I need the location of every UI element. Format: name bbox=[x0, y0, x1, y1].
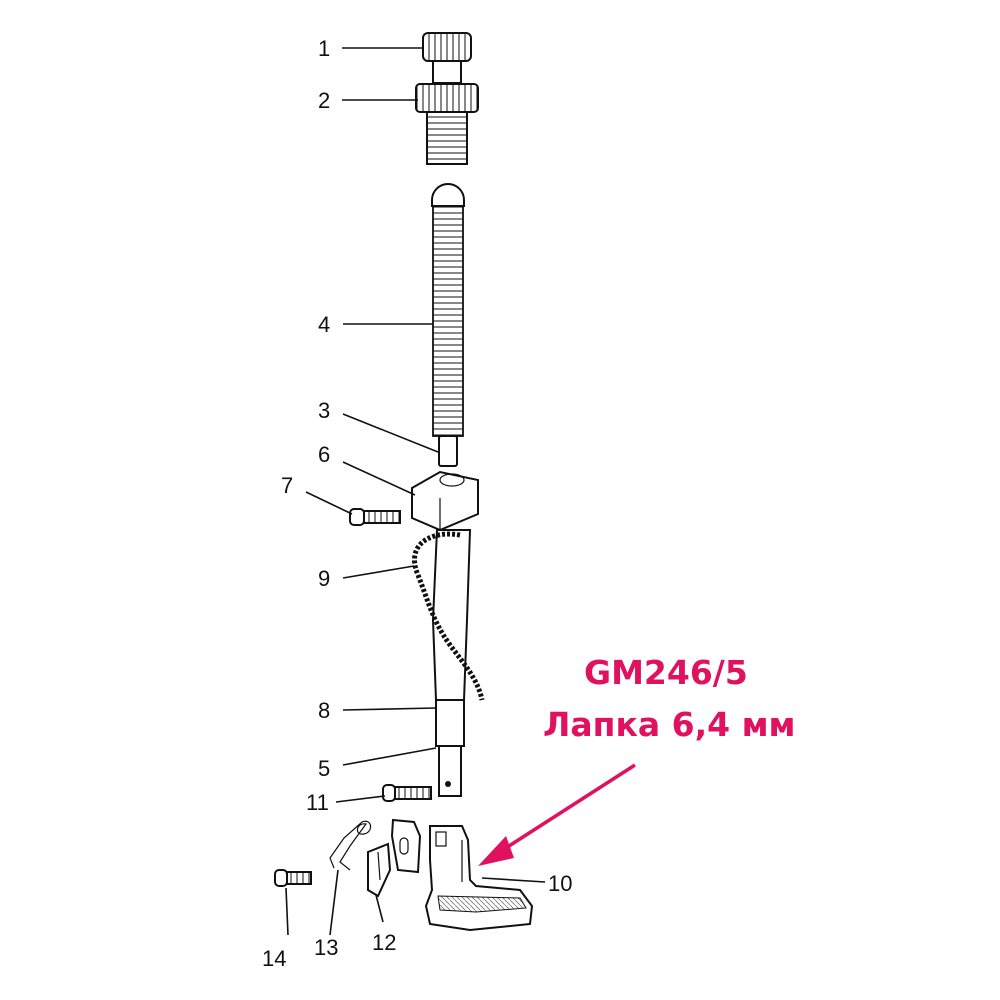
highlight-arrow bbox=[478, 763, 636, 866]
part-4-spring bbox=[432, 205, 464, 437]
part-10-presser-foot bbox=[424, 825, 534, 932]
label-7: 7 bbox=[281, 473, 293, 498]
label-12: 12 bbox=[372, 930, 396, 955]
label-11: 11 bbox=[306, 790, 329, 815]
product-description: Лапка 6,4 мм bbox=[543, 705, 796, 744]
label-13: 13 bbox=[314, 935, 338, 960]
label-8: 8 bbox=[318, 698, 330, 723]
part-2-threaded-nut bbox=[415, 83, 479, 165]
label-1: 1 bbox=[318, 36, 330, 61]
part-13-wire-spring bbox=[329, 820, 372, 871]
part-6-clamp-block bbox=[411, 470, 479, 532]
part-3-pin bbox=[438, 435, 458, 467]
part-11-screw bbox=[382, 784, 432, 802]
label-3: 3 bbox=[318, 398, 330, 423]
part-12-guide-plate bbox=[367, 842, 392, 898]
product-code: GM246/5 bbox=[584, 653, 748, 692]
part-14-screw bbox=[274, 869, 312, 887]
label-2: 2 bbox=[318, 88, 330, 113]
label-9: 9 bbox=[318, 566, 330, 591]
leader-lines bbox=[285, 47, 546, 936]
label-6: 6 bbox=[318, 442, 330, 467]
part-8-presser-bar bbox=[431, 529, 472, 797]
label-10: 10 bbox=[548, 871, 572, 896]
mounting-bracket bbox=[390, 818, 422, 874]
part-7-screw bbox=[349, 508, 401, 526]
label-5: 5 bbox=[318, 756, 330, 781]
part-9-chain bbox=[412, 531, 485, 701]
label-14: 14 bbox=[262, 946, 286, 971]
part-1-knurled-cap bbox=[422, 32, 472, 84]
ball-tip bbox=[431, 183, 465, 207]
label-4: 4 bbox=[318, 312, 330, 337]
part-labels: 1 2 4 3 6 7 9 8 5 11 10 14 13 12 bbox=[262, 36, 572, 971]
